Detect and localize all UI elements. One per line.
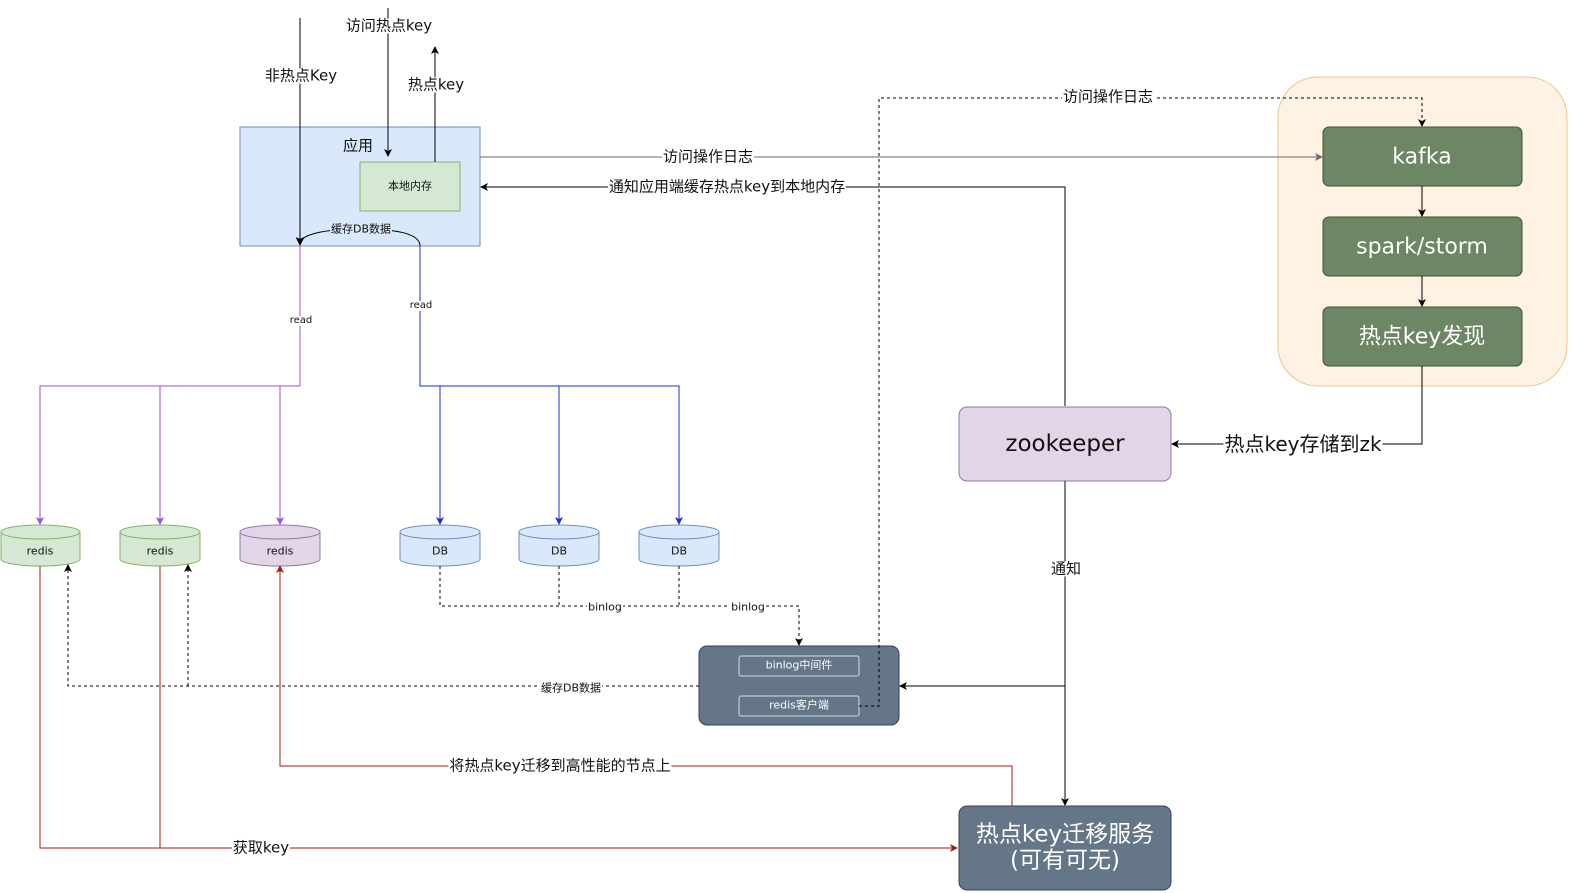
local-memory-box [359,161,461,212]
migration-service-node [958,805,1172,891]
binlog-label-1: binlog [587,600,623,614]
db-label-3: DB [670,544,688,558]
access-log-dashed-label: 访问操作日志 [1061,87,1155,106]
binlog-label-2: binlog [730,600,766,614]
binlog-middleware-box [738,655,860,677]
db-label-2: DB [550,544,568,558]
edge-read-db [419,246,683,525]
local-memory-label: 本地内存 [388,179,432,193]
get-key-label: 获取key [231,838,291,857]
read-db-label: read [408,300,434,311]
edge-binlog [439,566,803,646]
redis-node-2 [119,524,201,567]
cache-db-data-bottom-label: 缓存DB数据 [539,681,603,695]
redis-node-3 [239,524,321,567]
access-log-label: 访问操作日志 [661,147,755,166]
db-node-3 [638,524,720,567]
notify-app-label: 通知应用端缓存热点key到本地内存 [607,177,847,196]
edge-read-redis [36,246,301,525]
spark-storm-label: spark/storm [1356,234,1488,260]
redis-client-label: redis客户端 [769,698,829,712]
notify-label: 通知 [1049,559,1083,578]
cache-db-data-label: 缓存DB数据 [329,222,393,236]
edge-notify-app [480,183,1066,406]
app-title: 应用 [342,136,374,155]
migration-service-label: 热点key迁移服务 (可有可无) [975,821,1155,874]
hot-key-label: 热点key [406,75,466,94]
kafka-label: kafka [1392,144,1452,170]
db-node-1 [399,524,481,567]
redis-label-3: redis [266,544,294,558]
read-redis-label: read [288,315,314,326]
zookeeper-label: zookeeper [1005,430,1125,457]
edge-cache-to-redis [64,564,699,687]
migrate-label: 将热点key迁移到高性能的节点上 [448,756,672,775]
redis-label-1: redis [26,544,54,558]
non-hot-key-label: 非热点Key [263,66,339,85]
hot-key-to-zk-label: 热点key存储到zk [1223,432,1383,456]
edge-get-key [39,566,958,852]
visit-hot-key-label: 访问热点key [344,16,434,35]
edge-access-log-dashed [859,97,1426,707]
redis-label-2: redis [146,544,174,558]
binlog-middleware-label: binlog中间件 [765,658,833,672]
db-label-1: DB [431,544,449,558]
hot-key-discovery-label: 热点key发现 [1358,324,1486,350]
